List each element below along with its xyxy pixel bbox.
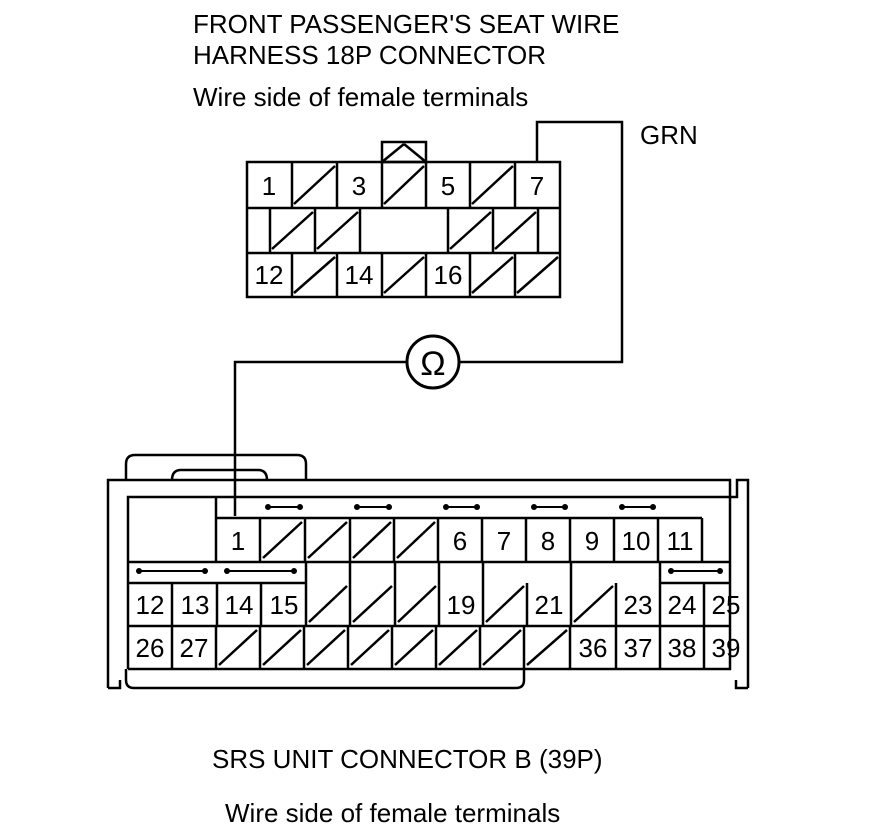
bottom-terminal: 23	[624, 590, 653, 620]
bottom-terminal: 25	[712, 590, 741, 620]
bottom-terminal: 8	[541, 526, 555, 556]
top-terminal: 16	[434, 260, 463, 290]
bottom-terminal: 37	[624, 633, 653, 663]
bottom-terminal: 11	[667, 526, 694, 556]
top-terminal: 14	[345, 260, 374, 290]
top-terminal: 5	[441, 171, 455, 201]
bottom-terminal: 6	[453, 526, 467, 556]
ohmmeter-circle	[405, 334, 461, 390]
wire-color-label: GRN	[640, 120, 698, 150]
top-terminal: 12	[255, 260, 284, 290]
bottom-terminal: 26	[136, 633, 165, 663]
bottom-terminal: 39	[712, 633, 741, 663]
bottom-terminal: 15	[270, 590, 299, 620]
bottom-terminal: 36	[579, 633, 608, 663]
bottom-terminal: 21	[535, 590, 564, 620]
bottom-terminal: 24	[668, 590, 697, 620]
top-connector-title-line2: HARNESS 18P CONNECTOR	[193, 40, 546, 70]
top-terminal: 3	[352, 171, 366, 201]
bottom-terminal: 13	[181, 590, 210, 620]
top-terminal: 1	[262, 171, 276, 201]
probe-wires	[233, 120, 624, 516]
bottom-terminal: 14	[225, 590, 254, 620]
shorting-bar-ends	[136, 504, 723, 574]
bottom-connector-title: SRS UNIT CONNECTOR B (39P)	[212, 744, 603, 774]
bottom-connector-subtitle: Wire side of female terminals	[225, 798, 560, 828]
bottom-connector-body	[106, 453, 750, 690]
bottom-terminal: 27	[180, 633, 209, 663]
bottom-terminal: 1	[231, 526, 245, 556]
ohm-symbol: Ω	[420, 345, 445, 383]
bottom-terminal: 19	[447, 590, 476, 620]
bottom-terminal: 9	[585, 526, 599, 556]
bottom-terminal: 7	[497, 526, 511, 556]
bottom-terminal: 12	[136, 590, 165, 620]
top-connector-subtitle: Wire side of female terminals	[193, 82, 528, 112]
top-connector-title-line1: FRONT PASSENGER'S SEAT WIRE	[193, 9, 619, 39]
bottom-terminal: 38	[668, 633, 697, 663]
top-terminal: 7	[530, 171, 544, 201]
bottom-terminal: 10	[622, 526, 651, 556]
shorting-bars	[139, 506, 720, 572]
top-connector-body	[245, 140, 562, 299]
